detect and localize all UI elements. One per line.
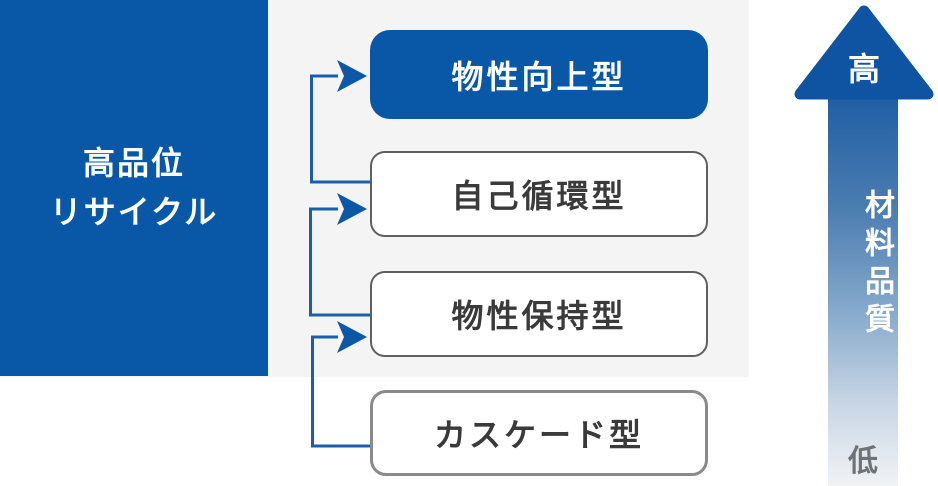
type-box-property-maintaining: 物性保持型: [370, 271, 708, 357]
type-box-cascade: カスケード型: [370, 390, 708, 476]
type-box-self-circulation: 自己循環型: [370, 151, 708, 237]
quality-high-label: 高: [847, 50, 880, 88]
type-box-self-circulation-label: 自己循環型: [451, 177, 627, 215]
high-grade-recycle-panel: 高品位 リサイクル: [0, 0, 268, 376]
type-box-property-improvement-label: 物性向上型: [451, 57, 627, 96]
type-box-cascade-label: カスケード型: [433, 416, 644, 454]
quality-axis-shaft: [828, 96, 898, 486]
type-box-property-maintaining-label: 物性保持型: [451, 297, 627, 335]
high-grade-recycle-label-line1: 高品位: [82, 144, 185, 182]
quality-axis-arrowhead-icon: [794, 5, 934, 100]
type-box-property-improvement: 物性向上型: [370, 30, 708, 119]
quality-low-label: 低: [848, 444, 878, 479]
high-grade-recycle-label-line2: リサイクル: [49, 193, 219, 231]
quality-axis-label: 材料品質: [859, 189, 894, 341]
high-grade-recycle-label: 高品位 リサイクル: [50, 139, 218, 237]
material-quality-axis: 高 材料品質 低: [793, 0, 935, 486]
